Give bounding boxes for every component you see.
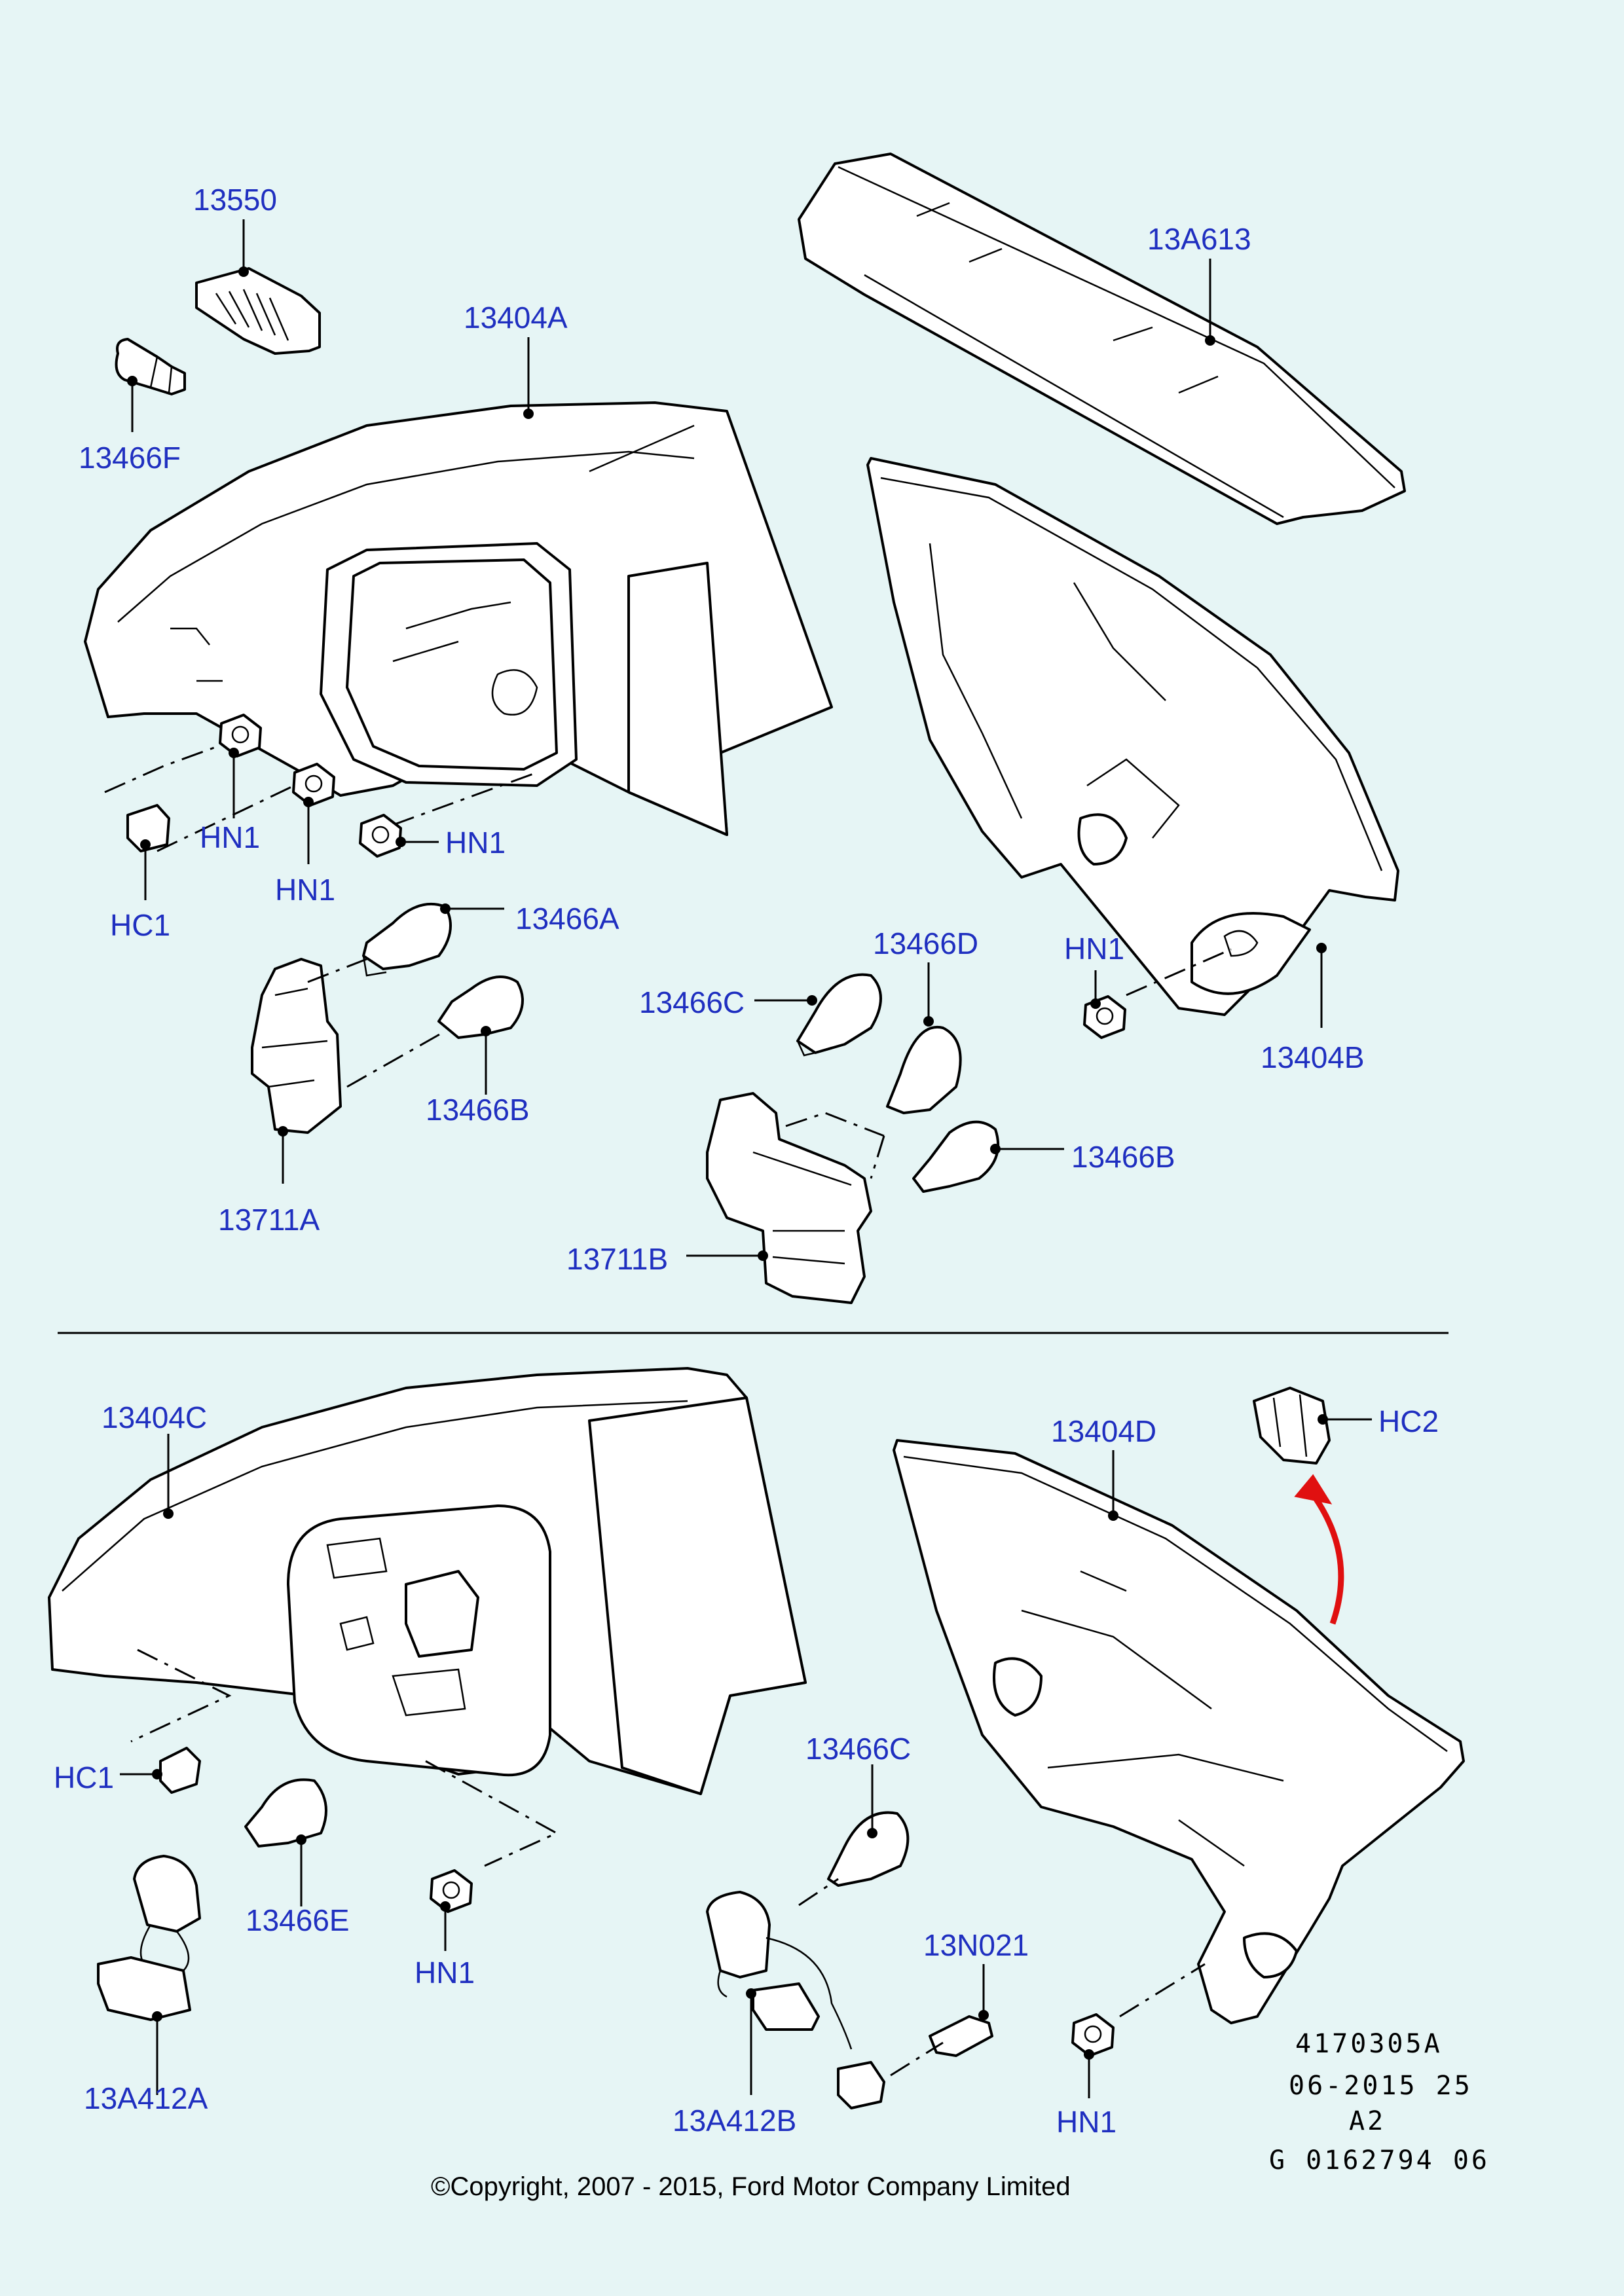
- leader-lines: [120, 219, 1372, 2098]
- label-13711B: 13711B: [566, 1242, 669, 1276]
- socket-harness-13A412B-part: [706, 1891, 885, 2109]
- clip-hc1-b-part: [159, 1747, 201, 1794]
- bulb-13466E-part: [244, 1778, 327, 1848]
- label-13A412B: 13A412B: [673, 2104, 797, 2138]
- label-13711A: 13711A: [218, 1203, 320, 1237]
- tail-lamp-13404C-part: [48, 1367, 807, 1795]
- clip-hc2-part: [1253, 1387, 1331, 1465]
- socket-harness-13A412A-part: [97, 1855, 201, 2021]
- stop-lamp-13A613-part: [798, 153, 1406, 525]
- label-13466D: 13466D: [873, 926, 979, 960]
- bulb-carrier-13711B-part: [706, 1092, 872, 1304]
- label-hn1-a: HN1: [200, 820, 261, 854]
- copyright-notice: ©Copyright, 2007 - 2015, Ford Motor Comp…: [431, 2172, 1071, 2201]
- label-hc1-a: HC1: [110, 908, 171, 942]
- diagram-code: 4170305A: [1295, 2029, 1443, 2059]
- label-13404B: 13404B: [1261, 1040, 1365, 1074]
- nut-hn1-a-part: [219, 714, 262, 757]
- direction-arrow: [1294, 1474, 1344, 1625]
- label-13404C: 13404C: [101, 1400, 208, 1434]
- bulb-carrier-13711A-part: [251, 958, 342, 1134]
- label-13466C-b: 13466C: [805, 1732, 912, 1766]
- clip-hc1-a-part: [126, 804, 170, 852]
- bulb-13466F-part: [115, 338, 186, 395]
- diagram-date: 06-2015 25: [1289, 2071, 1473, 2101]
- label-13A613: 13A613: [1147, 222, 1251, 256]
- bulb-13466C-a-part: [796, 973, 882, 1057]
- label-13466B-b: 13466B: [1071, 1140, 1175, 1174]
- tail-lamp-13404B-part: [866, 457, 1399, 1016]
- label-hn1-b: HN1: [275, 873, 336, 907]
- label-13N021: 13N021: [923, 1928, 1029, 1962]
- bulb-13N021-part: [929, 2015, 993, 2057]
- bulb-13466B-b-part: [912, 1120, 1000, 1193]
- label-13466C-a: 13466C: [639, 985, 745, 1019]
- label-13466F: 13466F: [79, 441, 181, 475]
- bulb-13466B-a-part: [437, 975, 524, 1039]
- diagram-revision: A2: [1349, 2106, 1386, 2136]
- label-13A412A: 13A412A: [84, 2081, 208, 2115]
- label-13550: 13550: [193, 183, 277, 217]
- label-hn1-e: HN1: [415, 1956, 475, 1990]
- nut-hn1-e-part: [430, 1869, 473, 1913]
- label-13466B-a: 13466B: [426, 1093, 530, 1127]
- nut-hn1-c-part: [359, 814, 402, 858]
- label-hn1-c: HN1: [445, 826, 506, 860]
- diagram-g-number: G 0162794 06: [1269, 2145, 1490, 2176]
- label-13466E: 13466E: [246, 1903, 350, 1937]
- tail-lamp-13404D-part: [893, 1439, 1465, 2024]
- bulb-13466A-part: [362, 902, 452, 977]
- label-13404D: 13404D: [1051, 1414, 1157, 1448]
- label-hc2: HC2: [1378, 1404, 1439, 1438]
- nut-hn1-f-part: [1071, 2013, 1115, 2057]
- tail-lamp-13404A-part: [84, 401, 833, 836]
- nut-hn1-b-part: [292, 763, 335, 807]
- label-hc1-b: HC1: [54, 1760, 115, 1795]
- bulb-13466C-b-part: [827, 1811, 910, 1887]
- label-hn1-d: HN1: [1064, 932, 1125, 966]
- bulb-holder-13550-part: [195, 267, 321, 355]
- label-13466A: 13466A: [515, 902, 619, 936]
- label-hn1-f: HN1: [1056, 2105, 1117, 2139]
- label-13404A: 13404A: [464, 301, 568, 335]
- bulb-13466D-part: [886, 1025, 962, 1114]
